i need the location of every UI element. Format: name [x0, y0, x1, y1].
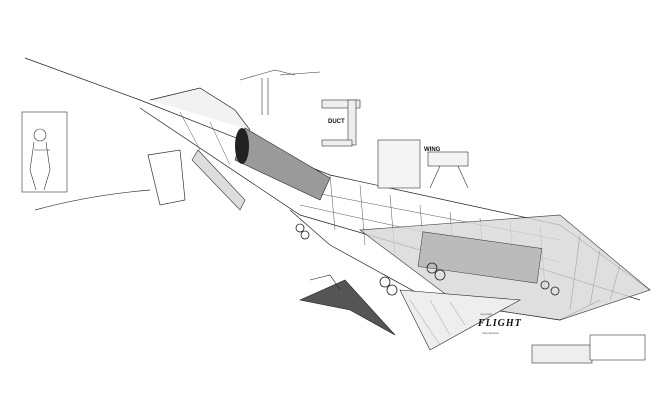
hinge-detail [191, 149, 246, 211]
plan-views [299, 274, 396, 336]
canopy [149, 87, 251, 131]
wing-label: WING [424, 147, 441, 153]
intake-ring [235, 128, 249, 164]
wing-ribs [409, 234, 621, 346]
undercarriage-door [34, 189, 151, 211]
top-mechanism [239, 69, 321, 115]
logo-caption-bottom: International [482, 331, 499, 335]
seat-detail [147, 149, 186, 206]
lower-wing [399, 289, 522, 351]
engine-bay [417, 231, 543, 284]
intake-duct [234, 127, 331, 201]
flight-logo: FLIGHT [478, 318, 522, 329]
landing-gear [295, 223, 560, 296]
pilot-figure [21, 111, 68, 193]
logo-caption-top: copyright [480, 312, 493, 316]
structure-detail [531, 334, 646, 364]
duct-inset [321, 99, 361, 147]
wing-inset [377, 139, 469, 189]
duct-label: DUCT [328, 119, 345, 125]
